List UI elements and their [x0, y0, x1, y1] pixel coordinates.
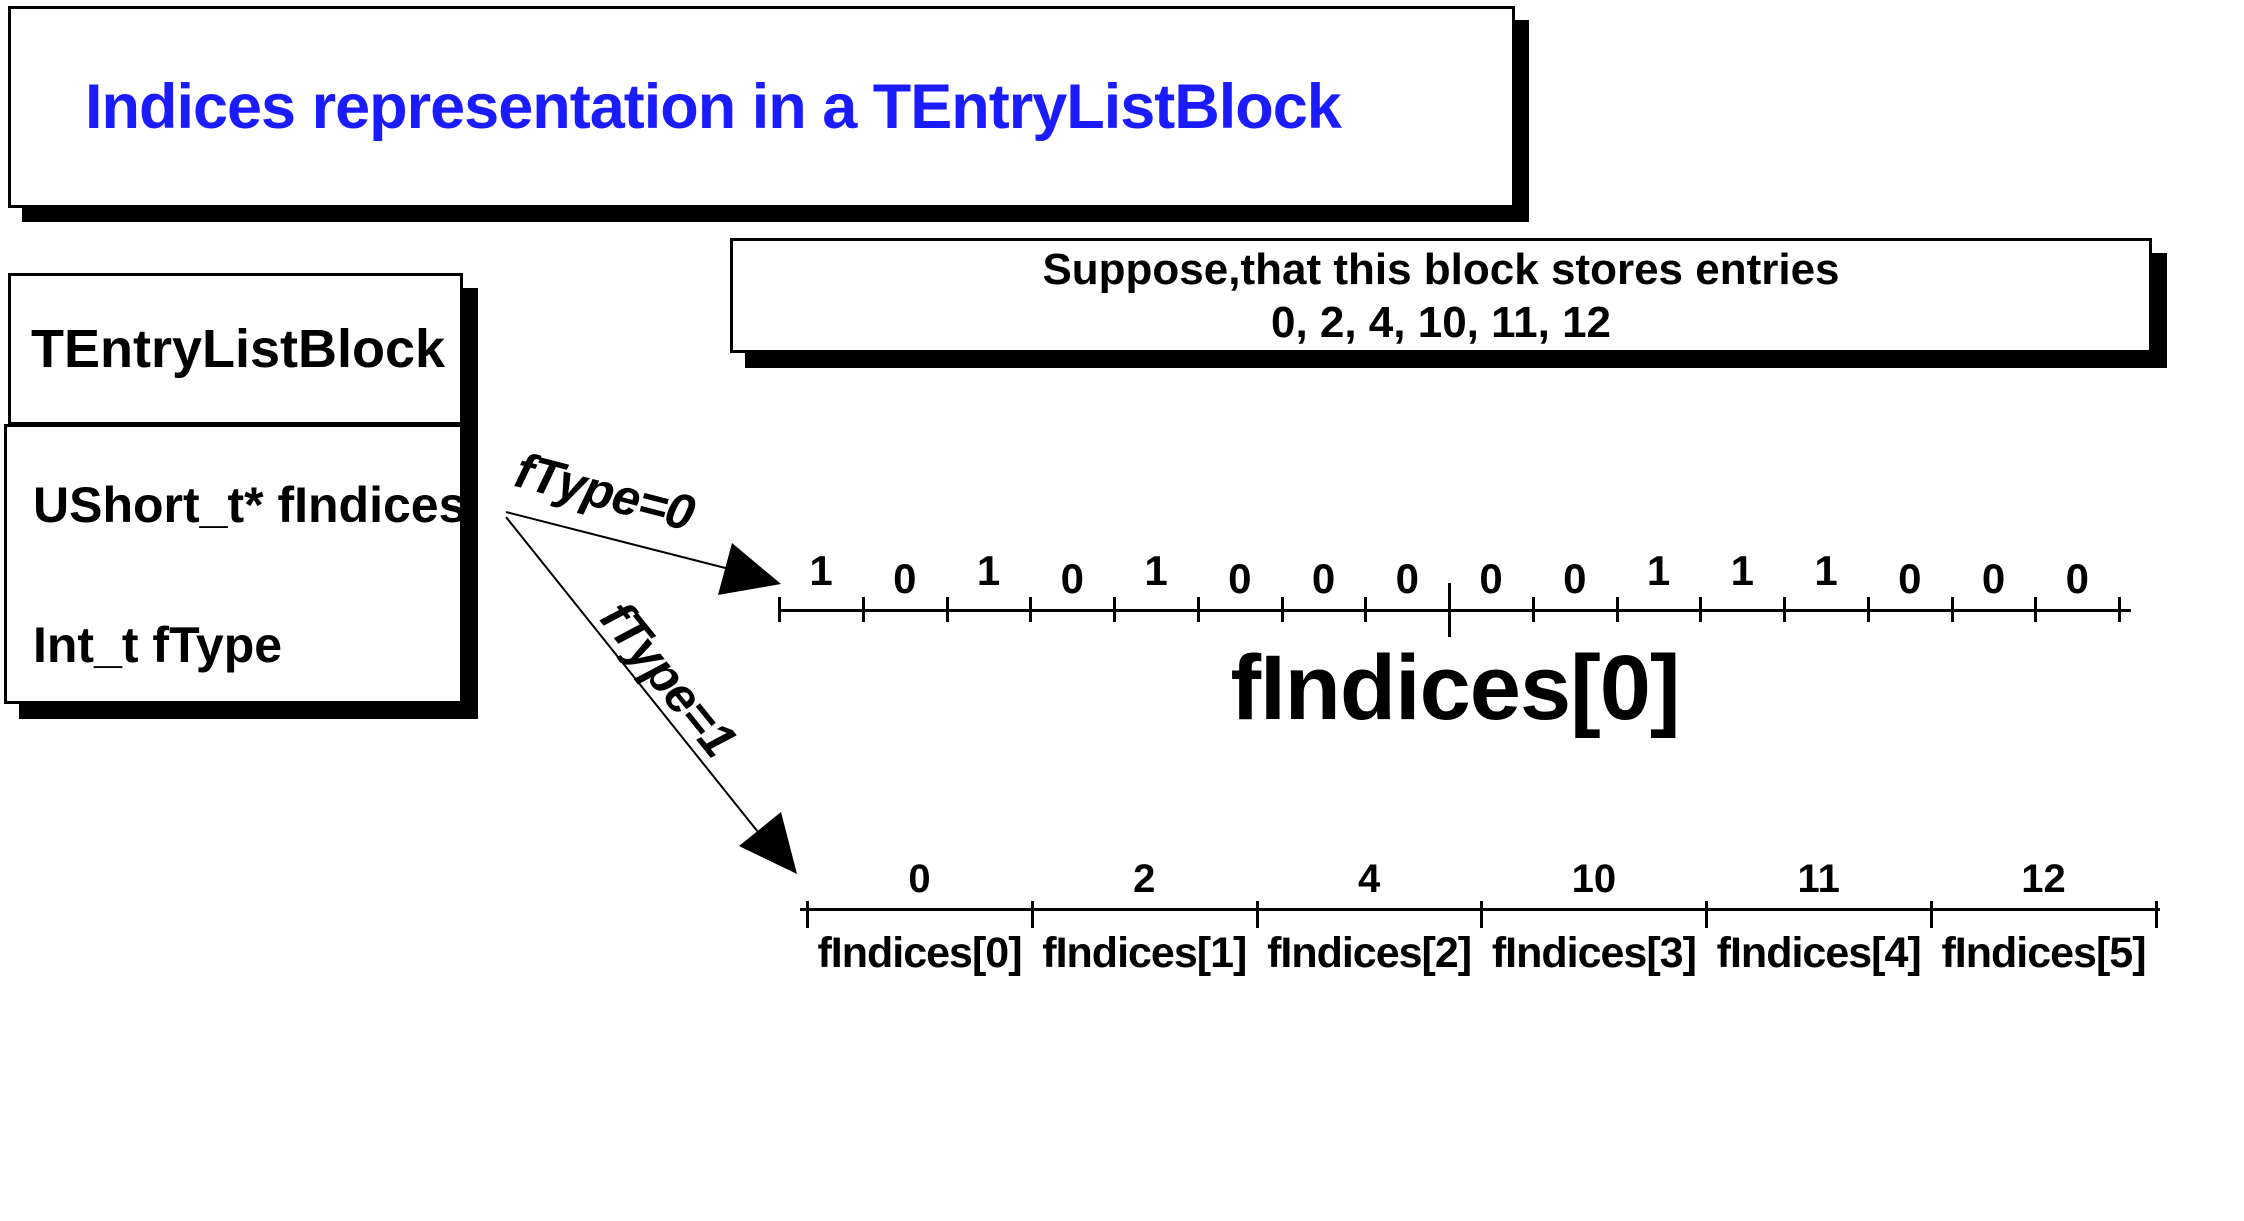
index-value: 10 [1571, 857, 1617, 901]
class-field-findices: UShort_t* fIndices [33, 477, 467, 533]
index-axis-tick [1480, 901, 1484, 928]
bit-axis-line [779, 609, 2131, 612]
index-axis-tick [2154, 901, 2158, 928]
bit-value: 1 [1814, 547, 1838, 594]
index-axis-tick [1255, 901, 1259, 928]
bit-axis-tick [1196, 597, 1200, 622]
bit-value: 0 [1898, 555, 1922, 602]
index-cell-label: fIndices[3] [1491, 929, 1697, 977]
index-axis: 0 fIndices[0] 2 fIndices[1] 4 fIndices[2] 10 fI… [800, 840, 2160, 1000]
page-title: Indices representation in a TEntryListBl… [85, 72, 1342, 142]
bit-axis-tick [1531, 597, 1535, 622]
arrow-label-ftype1: fType=1 [589, 590, 748, 767]
bit-value: 1 [1730, 547, 1754, 594]
bit-axis-title: fIndices[0] [1230, 637, 1680, 739]
bit-axis-tick [1364, 597, 1368, 622]
index-value: 4 [1357, 857, 1381, 901]
title-box: Indices representation in a TEntryListBl… [8, 6, 1515, 208]
arrow-label-ftype0: fType=0 [509, 441, 700, 542]
index-cell-label: fIndices[5] [1941, 929, 2146, 977]
index-cell-label: fIndices[4] [1716, 929, 1922, 977]
bit-axis-tick [2118, 597, 2121, 622]
bit-axis-tick [1615, 597, 1619, 622]
bit-axis: fIndices[0] 1 0 1 0 1 0 0 0 0 0 1 1 1 0 0 0 [778, 547, 2131, 760]
class-attrs-box: UShort_t* fIndices Int_t fType [4, 424, 467, 704]
bit-axis-tick [945, 597, 949, 622]
index-axis-tick [1930, 901, 1933, 928]
bit-value: 0 [1563, 555, 1587, 602]
bit-axis-tick [861, 597, 865, 622]
bit-value: 1 [976, 547, 1001, 594]
bit-value: 0 [1060, 555, 1084, 602]
bit-value: 1 [1144, 547, 1168, 594]
bit-axis-tick [2034, 597, 2038, 622]
bit-value: 0 [1228, 555, 1252, 602]
index-value: 0 [908, 857, 931, 901]
index-cell-label: fIndices[1] [1042, 929, 1247, 977]
bit-value: 0 [1479, 555, 1503, 602]
index-axis-tick [1705, 901, 1709, 928]
bit-axis-tick [1699, 597, 1703, 622]
bit-axis-tick [1113, 597, 1116, 622]
index-axis-tick [1030, 901, 1034, 928]
bit-value: 0 [1981, 555, 2006, 602]
bit-axis-tick [1783, 597, 1786, 622]
bit-axis-tick [1950, 597, 1954, 622]
bit-value: 0 [893, 555, 917, 602]
bit-value: 1 [1646, 547, 1671, 594]
bit-axis-tick [1029, 597, 1033, 622]
index-axis-line [800, 908, 2160, 911]
bit-value: 0 [1311, 555, 1336, 602]
bit-value: 0 [2065, 555, 2089, 602]
note-line1: Suppose,that this block stores entries [1042, 244, 1840, 294]
note-line2: 0, 2, 4, 10, 11, 12 [1270, 297, 1612, 347]
arrowhead-icon [739, 812, 797, 874]
bit-value: 0 [1395, 555, 1419, 602]
index-axis-tick [806, 901, 809, 928]
arrowhead-icon [718, 543, 781, 595]
note-box: Suppose,that this block stores entries 0… [730, 238, 2152, 353]
class-field-ftype: Int_t fType [33, 617, 283, 673]
class-name-box: TEntryListBlock [8, 273, 463, 425]
bit-axis-tick [1448, 583, 1451, 637]
index-value: 2 [1133, 857, 1156, 901]
class-name: TEntryListBlock [31, 319, 446, 379]
bit-axis-tick [1280, 597, 1284, 622]
index-cell-label: fIndices[0] [817, 929, 1022, 977]
index-value: 11 [1797, 857, 1840, 901]
bit-value: 1 [809, 547, 833, 594]
bit-axis-tick [778, 597, 781, 622]
index-value: 12 [2021, 857, 2066, 901]
bit-axis-tick [1866, 597, 1870, 622]
index-cell-label: fIndices[2] [1267, 929, 1472, 977]
